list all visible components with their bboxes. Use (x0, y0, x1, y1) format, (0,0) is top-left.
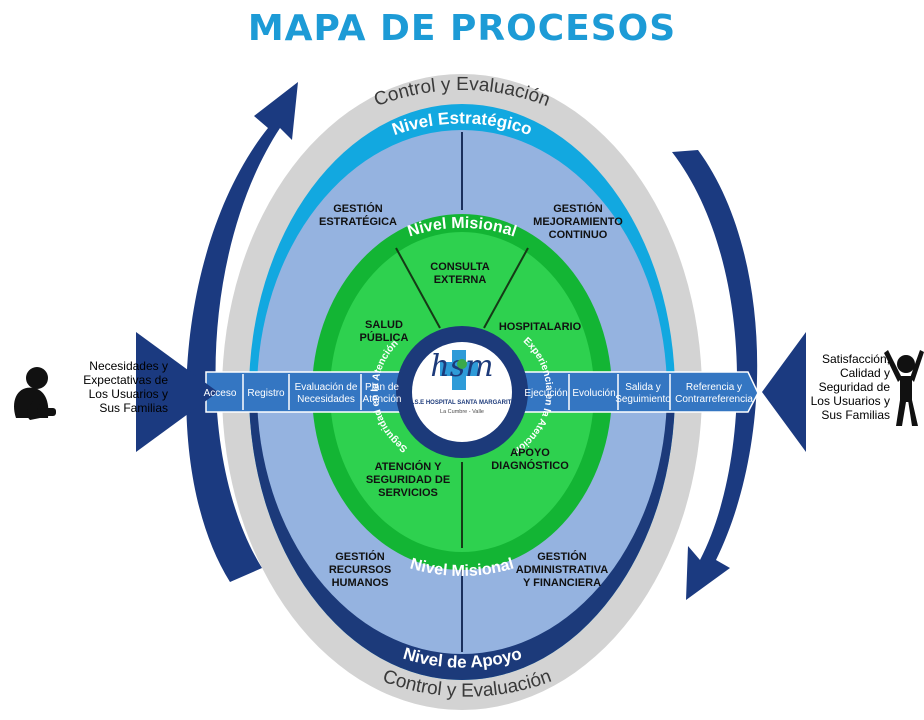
left-input-arrow (136, 332, 218, 452)
user-satisfaction-line: Seguridad de (818, 380, 890, 394)
flow-step-line: Registro (247, 388, 285, 399)
flow-step-line: Referencia y (686, 382, 742, 393)
divider-green-2 (483, 247, 529, 329)
flow-step-left-0: Acceso (204, 388, 237, 399)
logo-name: E.S.E HOSPITAL SANTA MARGARITA (409, 400, 516, 406)
left-cycle-arrow (186, 82, 298, 582)
flow-step-line: Ejecución (524, 388, 567, 399)
divider-green-1 (395, 247, 441, 329)
process-label-line: ATENCIÓN Y (375, 460, 442, 473)
process-label-line: ADMINISTRATIVA (516, 564, 609, 576)
process-label-line: CONTINUO (549, 229, 608, 241)
process-label-line: DIAGNÓSTICO (491, 459, 569, 472)
flow-step-line: Salida y (625, 382, 661, 393)
flow-step-right-0: Ejecución (524, 388, 567, 399)
flow-step-line: Seguimiento (615, 394, 671, 405)
process-hospitalario: HOSPITALARIO (499, 321, 582, 333)
process-label-line: HOSPITALARIO (499, 321, 582, 333)
process-label-line: RECURSOS (329, 564, 391, 576)
right-output-arrow (762, 332, 806, 452)
user-needs-text: Necesidades y Expectativas de Los Usuari… (58, 359, 168, 415)
flow-step-line: Plan de (365, 382, 399, 393)
flow-step-line: Acceso (204, 388, 237, 399)
process-label-line: GESTIÓN (333, 202, 383, 215)
flow-step-line: Atención (363, 394, 402, 405)
logo-location: La Cumbre - Valle (440, 409, 484, 415)
sad-person-icon (14, 367, 56, 420)
flow-step-line: Evolución (572, 388, 615, 399)
user-satisfaction-line: Calidad y (839, 366, 890, 380)
process-label-line: Y FINANCIERA (523, 577, 601, 589)
user-needs-line: Los Usuarios y (88, 387, 168, 401)
logo-cross-horizontal (440, 362, 478, 376)
flow-step-line: Contrarreferencia (675, 394, 753, 405)
user-needs-line: Sus Familias (99, 401, 168, 415)
user-satisfaction-line: Sus Familias (821, 408, 890, 422)
flow-step-right-1: Evolución (572, 388, 615, 399)
page-title: MAPA DE PROCESOS (247, 8, 677, 49)
process-label-line: MEJORAMIENTO (533, 216, 623, 228)
user-satisfaction-line: Satisfacción, (821, 352, 890, 366)
user-satisfaction-line: Los Usuarios y (810, 394, 890, 408)
center-badge (412, 342, 512, 442)
process-label-line: HUMANOS (332, 577, 389, 589)
flow-step-left-1: Registro (247, 388, 285, 399)
process-label-line: EXTERNA (434, 274, 487, 286)
process-label-line: APOYO (510, 447, 550, 459)
process-label-line: CONSULTA (430, 261, 490, 273)
process-label-line: GESTIÓN (537, 550, 587, 563)
right-cycle-arrow (672, 150, 758, 600)
logo-star (457, 359, 467, 369)
process-label-line: GESTIÓN (553, 202, 603, 215)
process-label-line: SEGURIDAD DE (366, 474, 450, 486)
user-needs-line: Necesidades y (89, 359, 168, 373)
user-needs-line: Expectativas de (83, 373, 168, 387)
happy-person-icon (884, 350, 924, 426)
process-label-line: GESTIÓN (335, 550, 385, 563)
flow-step-line: Evaluación de (295, 382, 358, 393)
process-label-line: ESTRATÉGICA (319, 215, 397, 228)
process-label-line: PÚBLICA (360, 331, 409, 344)
process-label-line: SERVICIOS (378, 487, 438, 499)
user-satisfaction-text: Satisfacción, Calidad y Seguridad de Los… (792, 352, 890, 422)
flow-step-line: Necesidades (297, 394, 355, 405)
process-label-line: SALUD (365, 319, 403, 331)
